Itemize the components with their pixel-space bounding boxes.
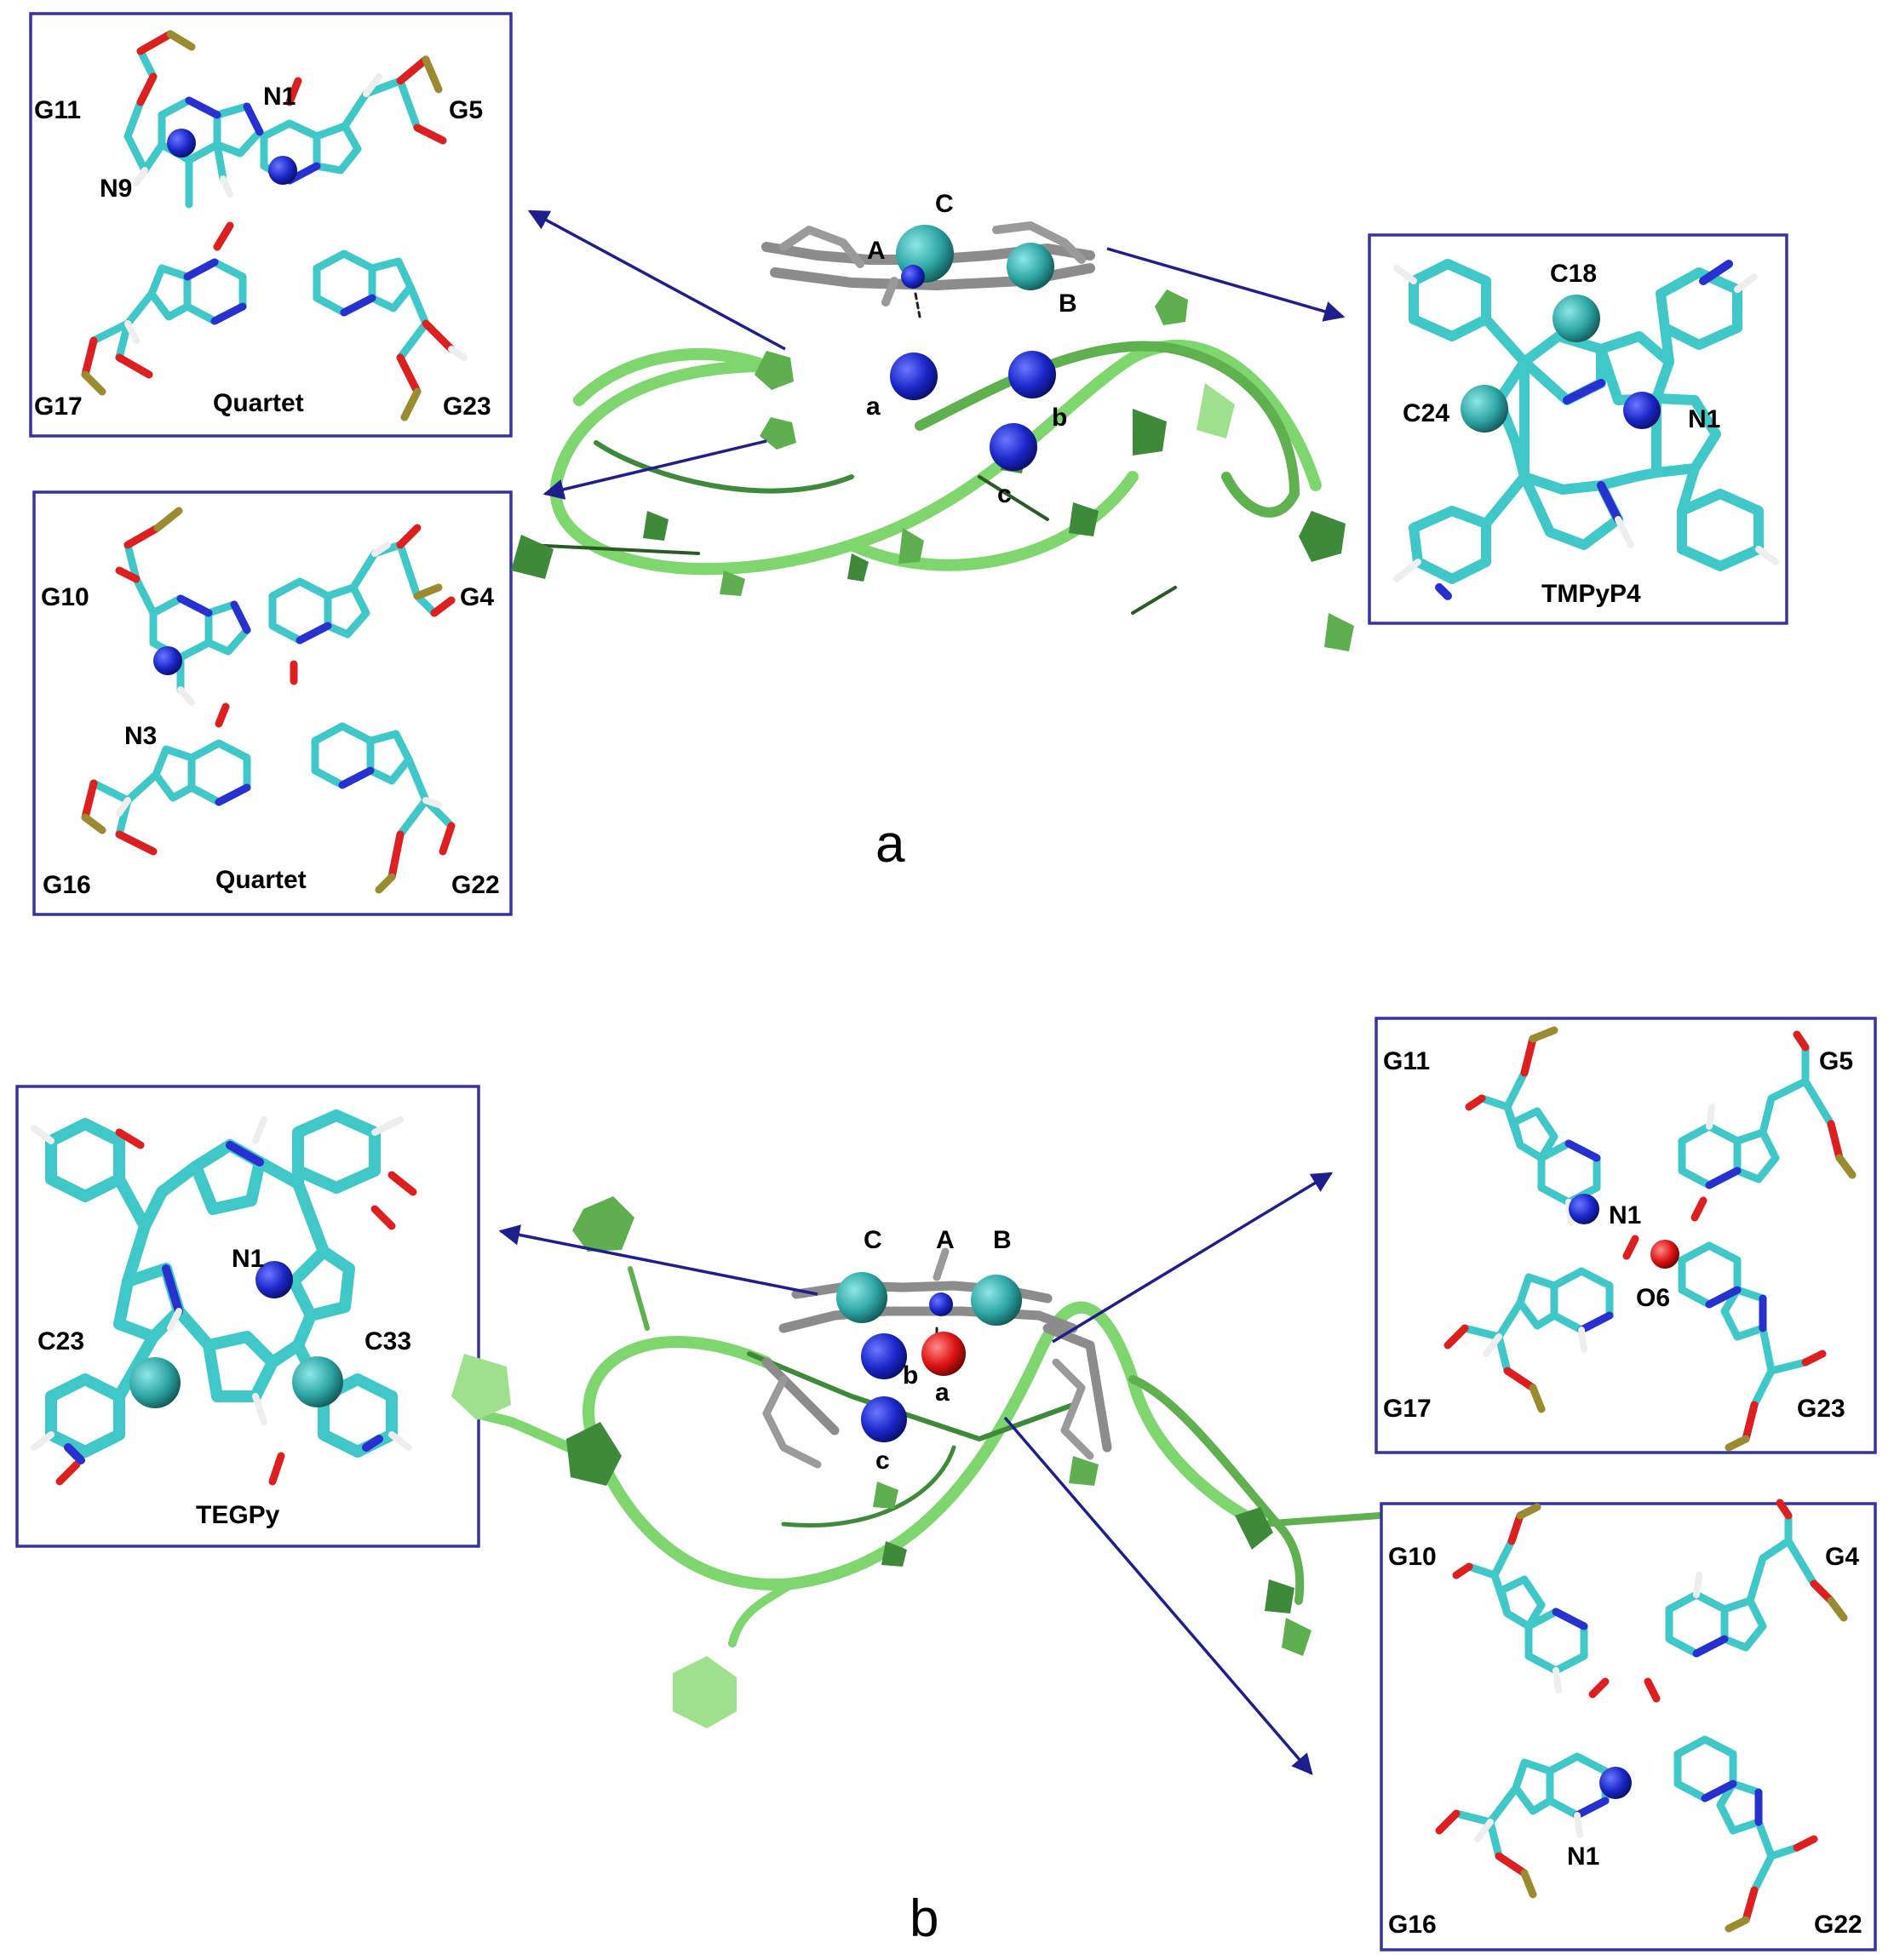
arrow-b-to-ligand-box [498,1224,818,1296]
ligand-caption-tmpyp4: TMPyP4 [1541,580,1641,608]
label-n1-tegpy: N1 [232,1245,264,1273]
ligand-box-tegpy: N1 C23 C33 TEGPy [15,1085,480,1548]
arrow-a-to-ligand-box [1106,247,1346,322]
label-n3-a: N3 [124,722,157,750]
label-g5-a: G5 [449,96,483,124]
quartet-box-a-top: G11 N1 G5 N9 G17 G23 Quartet [29,12,513,438]
arrows-a [527,209,1346,500]
label-c18: C18 [1550,260,1597,288]
ions-a [890,351,1056,471]
label-g23-b: G23 [1797,1395,1845,1423]
label-g10-a: G10 [41,583,89,611]
label-c23: C23 [37,1327,84,1355]
ligand-box-tmpyp4: C18 C24 N1 TMPyP4 [1368,233,1788,625]
quartet-caption-a-top: Quartet [213,389,304,417]
label-g11-b: G11 [1383,1047,1430,1075]
panel-letter-a: a [875,815,905,874]
label-g11-a: G11 [34,96,81,124]
ligand-box-tegpy-frame [15,1085,480,1548]
ion-a-b-oxygen [921,1332,966,1376]
quartet-structure-a-bottom [81,507,456,894]
quartet-box-b-top: G11 G5 N1 O6 G17 G23 [1375,1017,1877,1454]
quartet-box-a-top-frame [29,12,513,438]
ligand-tmpyp4-stacked [761,221,1095,318]
ion-c-a [990,423,1037,471]
label-n1-b-top: N1 [1609,1201,1641,1229]
center-label-a-lower-b: a [935,1378,950,1407]
quartet-structure-b-top [1443,1026,1857,1452]
label-n1-b-bottom: N1 [1567,1843,1599,1871]
center-label-c-a: C [935,190,954,218]
center-label-b-lower-b: b [903,1361,918,1390]
center-label-a-lower-a: a [866,393,881,421]
panel-letter-b: b [910,1889,938,1948]
center-label-b-upper-b: B [993,1226,1012,1254]
center-label-c-lower-a: c [997,480,1012,508]
center-label-a-upper-b: A [936,1226,955,1254]
ion-b-a [1008,351,1056,398]
label-g5-b: G5 [1819,1047,1853,1075]
panel-b: N1 C23 C33 TEGPy [15,1017,1877,1951]
ligand-tegpy-stacked [761,1247,1112,1469]
quartet-box-a-bottom: G10 G4 N3 G16 G22 Quartet [32,490,513,916]
arrow-b-to-top-quartet [1052,1172,1334,1344]
label-c24: C24 [1403,399,1449,427]
center-label-b-upper-a: B [1059,289,1077,318]
quartet-box-b-bottom: G10 G4 N1 G16 G22 [1380,1499,1877,1951]
label-g17-a: G17 [34,393,83,421]
quadruplex-ribbon-a [511,289,1354,651]
center-label-b-lower-a: b [1052,404,1067,432]
label-n9-a: N9 [100,175,132,203]
label-o6-b: O6 [1636,1284,1670,1312]
arrow-a-to-top-quartet [527,209,786,351]
label-g17-b: G17 [1383,1395,1432,1423]
quartet-structure-b-bottom [1435,1499,1848,1933]
ion-b-b [861,1333,907,1379]
arrow-b-to-bottom-quartet [1003,1416,1313,1775]
label-g16-b: G16 [1388,1911,1437,1939]
quartet-box-a-bottom-frame [32,490,513,916]
label-c33: C33 [364,1327,411,1355]
panel-a: G11 N1 G5 N9 G17 G23 Quartet [29,12,1788,916]
label-g4-a: G4 [460,583,494,611]
ion-c-b [861,1396,907,1442]
center-label-c-lower-b: c [875,1447,890,1475]
center-label-c-b: C [864,1226,882,1254]
label-g4-b: G4 [1825,1543,1859,1571]
ligand-caption-tegpy: TEGPy [196,1501,280,1529]
label-n1-a: N1 [263,83,296,111]
ions-b [861,1332,966,1442]
tmpyp4-structure [1393,259,1779,600]
label-g10-b: G10 [1388,1543,1437,1571]
arrows-b [498,1172,1334,1775]
label-g22-b: G22 [1814,1911,1862,1939]
center-label-a-upper-a: A [867,237,886,265]
quartet-caption-a-bottom: Quartet [215,866,307,894]
quadruplex-ribbon-b [451,1196,1383,1728]
quartet-box-b-bottom-frame [1380,1502,1877,1951]
label-g16-a: G16 [43,871,91,899]
quartet-structure-a-top [81,30,468,421]
label-g22-a: G22 [451,871,500,899]
label-g23-a: G23 [443,393,491,421]
tegpy-structure [31,1109,417,1486]
arrow-a-to-bottom-quartet [542,439,767,500]
label-n1-tmpyp4: N1 [1688,405,1720,433]
ion-a-a [890,352,938,400]
